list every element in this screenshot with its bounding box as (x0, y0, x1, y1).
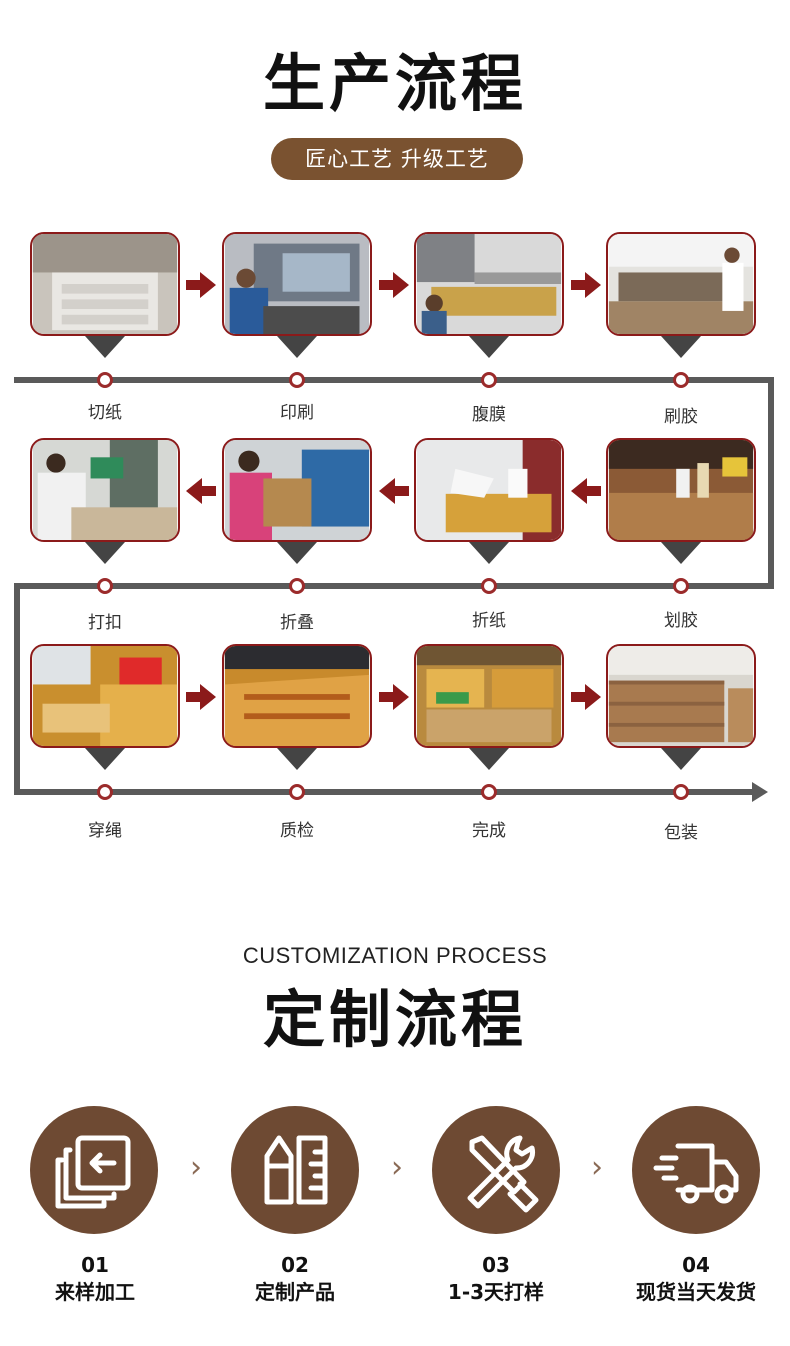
flow-line-row1 (14, 377, 774, 383)
step-dot (289, 372, 305, 388)
step-pointer (469, 748, 509, 770)
customization-step-number: 03 (482, 1253, 510, 1277)
step-pointer (85, 542, 125, 564)
step-label: 完成 (472, 821, 506, 841)
step-pointer (661, 748, 701, 770)
arrow-right-icon (186, 272, 216, 298)
step-dot (289, 784, 305, 800)
arrow-left-icon (186, 478, 216, 504)
step-photo-cut-paper (30, 232, 180, 336)
customization-step-number: 02 (281, 1253, 309, 1277)
step-dot (481, 784, 497, 800)
step-dot (673, 372, 689, 388)
step-pointer (85, 336, 125, 358)
step-label: 划胶 (664, 611, 698, 631)
chevron-right-icon: › (591, 1150, 603, 1185)
step-label: 包装 (664, 823, 698, 843)
step-photo-printing (222, 232, 372, 336)
step-photo-buttoning (30, 438, 180, 542)
step-photo-finished (414, 644, 564, 748)
customization-subtitle-en: CUSTOMIZATION PROCESS (242, 943, 548, 968)
customization-step-name: 现货当天发货 (636, 1280, 756, 1304)
step-dot (673, 578, 689, 594)
step-dot (97, 784, 113, 800)
step-photo-folding (222, 438, 372, 542)
import-icon (30, 1106, 158, 1234)
step-label: 穿绳 (88, 821, 122, 841)
arrow-left-icon (379, 478, 409, 504)
step-pointer (277, 748, 317, 770)
arrow-left-icon (571, 478, 601, 504)
step-pointer (277, 336, 317, 358)
step-pointer (661, 336, 701, 358)
step-dot (97, 372, 113, 388)
arrow-right-icon (379, 272, 409, 298)
arrow-right-icon (186, 684, 216, 710)
step-pointer (469, 336, 509, 358)
arrow-right-icon (571, 684, 601, 710)
step-photo-glue-lining (606, 438, 756, 542)
customization-step-number: 04 (682, 1253, 710, 1277)
step-photo-paper-folding (414, 438, 564, 542)
arrow-right-icon (379, 684, 409, 710)
step-pointer (85, 748, 125, 770)
flow-line-row3 (14, 789, 754, 795)
step-photo-glue-brushing (606, 232, 756, 336)
step-label: 质检 (280, 821, 314, 841)
customization-title: 定制流程 (262, 983, 527, 1056)
step-dot (481, 372, 497, 388)
step-pointer (661, 542, 701, 564)
flow-line-end-arrow (752, 782, 768, 802)
step-pointer (469, 542, 509, 564)
step-dot (673, 784, 689, 800)
step-label: 腹膜 (472, 405, 506, 425)
step-photo-laminating (414, 232, 564, 336)
customization-step-name: 来样加工 (55, 1280, 135, 1304)
production-title: 生产流程 (262, 47, 527, 120)
delivery-truck-icon (632, 1106, 760, 1234)
step-label: 印刷 (280, 403, 314, 423)
customization-step-name: 1-3天打样 (447, 1280, 545, 1304)
arrow-right-icon (571, 272, 601, 298)
step-dot (481, 578, 497, 594)
step-label: 打扣 (88, 613, 122, 633)
tools-icon (432, 1106, 560, 1234)
step-photo-packaging (606, 644, 756, 748)
step-label: 切纸 (88, 403, 122, 423)
step-photo-threading (30, 644, 180, 748)
step-label: 刷胶 (664, 407, 698, 427)
customization-step-number: 01 (81, 1253, 109, 1277)
step-label: 折叠 (280, 613, 314, 633)
step-dot (97, 578, 113, 594)
pencil-ruler-icon (231, 1106, 359, 1234)
chevron-right-icon: › (190, 1150, 202, 1185)
step-pointer (277, 542, 317, 564)
chevron-right-icon: › (391, 1150, 403, 1185)
flow-line-left-connector (14, 583, 20, 795)
step-label: 折纸 (472, 611, 506, 631)
flow-line-right-connector (768, 377, 774, 589)
step-photo-quality-check (222, 644, 372, 748)
production-subtitle-badge: 匠心工艺 升级工艺 (271, 138, 523, 180)
flow-line-row2 (14, 583, 774, 589)
customization-step-name: 定制产品 (255, 1280, 335, 1304)
step-dot (289, 578, 305, 594)
